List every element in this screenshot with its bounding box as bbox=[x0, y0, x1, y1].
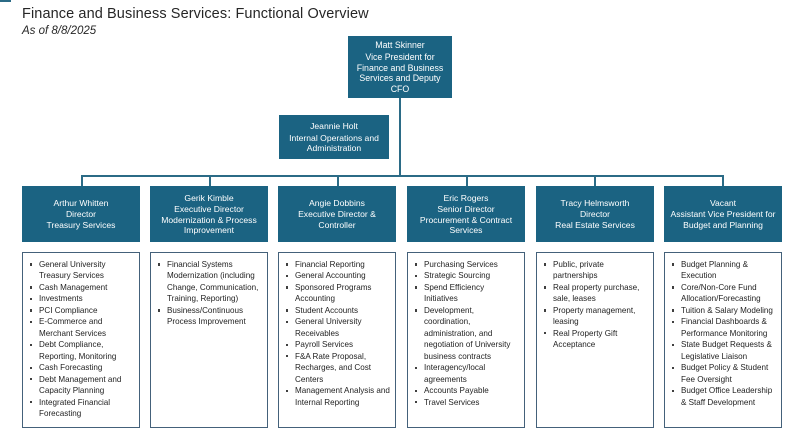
function-list-item: General Accounting bbox=[283, 270, 391, 281]
page-title: Finance and Business Services: Functiona… bbox=[22, 6, 369, 22]
function-list-item: F&A Rate Proposal, Recharges, and Cost C… bbox=[283, 351, 391, 385]
node-name-modernization: Gerik Kimble bbox=[184, 193, 234, 204]
node-title-treasury: Director bbox=[65, 209, 97, 220]
org-node-internal-operations[interactable]: Jeannie Holt Internal Operations and Adm… bbox=[279, 115, 389, 159]
org-node-department-procurement[interactable]: Eric Rogers Senior Director Procurement … bbox=[407, 186, 525, 242]
node-name-real-estate: Tracy Helmsworth bbox=[560, 198, 630, 209]
function-list-item: PCI Compliance bbox=[27, 305, 135, 316]
node-title-budget: Assistant Vice President for Budget and … bbox=[670, 209, 776, 230]
function-list-item: Real property purchase, sale, leases bbox=[541, 282, 649, 305]
node-unit-modernization: Modernization & Process Improvement bbox=[161, 214, 257, 235]
node-title-modernization: Executive Director bbox=[174, 204, 244, 215]
function-list-item: Cash Forecasting bbox=[27, 362, 135, 373]
function-list-item: Cash Management bbox=[27, 282, 135, 293]
function-list-item: Financial Reporting bbox=[283, 259, 391, 270]
org-node-department-modernization[interactable]: Gerik Kimble Executive Director Moderniz… bbox=[150, 186, 268, 242]
function-list-item: General University Receivables bbox=[283, 316, 391, 339]
function-list-item: Real Property Gift Acceptance bbox=[541, 328, 649, 351]
function-list-item: Interagency/local agreements bbox=[412, 362, 520, 385]
connector-internal-ops-branch bbox=[0, 0, 11, 2]
function-list-item: Spend Efficiency Initiatives bbox=[412, 282, 520, 305]
node-title-procurement: Senior Director bbox=[437, 204, 495, 215]
function-list-item: Financial Systems Modernization (includi… bbox=[155, 259, 263, 305]
function-list-item: Payroll Services bbox=[283, 339, 391, 350]
function-list-item: Core/Non-Core Fund Allocation/Forecastin… bbox=[669, 282, 777, 305]
node-name-budget: Vacant bbox=[709, 198, 737, 209]
function-list-modernization: Financial Systems Modernization (includi… bbox=[155, 259, 263, 328]
org-node-vice-president[interactable]: Matt Skinner Vice President for Finance … bbox=[348, 36, 452, 98]
function-list-item: Financial Dashboards & Performance Monit… bbox=[669, 316, 777, 339]
function-list-item: Investments bbox=[27, 293, 135, 304]
node-name-procurement: Eric Rogers bbox=[443, 193, 489, 204]
connector-drop-budget bbox=[722, 175, 724, 186]
function-list-item: Budget Planning & Execution bbox=[669, 259, 777, 282]
node-unit-real-estate: Real Estate Services bbox=[555, 219, 635, 230]
function-list-item: Public, private partnerships bbox=[541, 259, 649, 282]
function-list-item: Purchasing Services bbox=[412, 259, 520, 270]
connector-drop-treasury bbox=[81, 175, 83, 186]
org-node-department-budget[interactable]: Vacant Assistant Vice President for Budg… bbox=[664, 186, 782, 242]
org-node-department-treasury[interactable]: Arthur Whitten Director Treasury Service… bbox=[22, 186, 140, 242]
page-subtitle: As of 8/8/2025 bbox=[22, 25, 97, 37]
node-name-internal-operations: Jeannie Holt bbox=[310, 120, 358, 131]
function-list-item: Budget Office Leadership & Staff Develop… bbox=[669, 385, 777, 408]
function-list-item: Strategic Sourcing bbox=[412, 270, 520, 281]
function-list-item: Management Analysis and Internal Reporti… bbox=[283, 385, 391, 408]
function-panel-modernization: Financial Systems Modernization (includi… bbox=[150, 252, 268, 428]
node-title-real-estate: Director bbox=[579, 209, 611, 220]
function-list-item: Budget Policy & Student Fee Oversight bbox=[669, 362, 777, 385]
connector-trunk-vertical bbox=[399, 98, 401, 176]
function-list-item: State Budget Requests & Legislative Liai… bbox=[669, 339, 777, 362]
node-unit-treasury: Treasury Services bbox=[46, 219, 116, 230]
connector-drop-real-estate bbox=[594, 175, 596, 186]
function-list-item: Student Accounts bbox=[283, 305, 391, 316]
connector-drop-controller bbox=[337, 175, 339, 186]
function-list-item: Debt Compliance, Reporting, Monitoring bbox=[27, 339, 135, 362]
node-name-controller: Angie Dobbins bbox=[309, 198, 365, 209]
node-title-controller: Executive Director & Controller bbox=[298, 209, 376, 230]
org-node-department-controller[interactable]: Angie Dobbins Executive Director & Contr… bbox=[278, 186, 396, 242]
function-list-item: Sponsored Programs Accounting bbox=[283, 282, 391, 305]
node-role-vice-president: Vice President for Finance and Business … bbox=[356, 52, 444, 94]
function-list-item: Integrated Financial Forecasting bbox=[27, 397, 135, 420]
function-list-item: Property management, leasing bbox=[541, 305, 649, 328]
function-list-item: E-Commerce and Merchant Services bbox=[27, 316, 135, 339]
connector-horizontal-bus bbox=[81, 175, 723, 177]
node-name-treasury: Arthur Whitten bbox=[53, 198, 109, 209]
node-unit-procurement: Procurement & Contract Services bbox=[419, 214, 513, 235]
function-list-item: Business/Continuous Process Improvement bbox=[155, 305, 263, 328]
function-list-item: Accounts Payable bbox=[412, 385, 520, 396]
node-role-internal-operations: Internal Operations and Administration bbox=[289, 132, 379, 154]
function-list-item: General University Treasury Services bbox=[27, 259, 135, 282]
connector-drop-procurement bbox=[466, 175, 468, 186]
function-list-item: Debt Management and Capacity Planning bbox=[27, 374, 135, 397]
connector-drop-modernization bbox=[209, 175, 211, 186]
function-list-item: Development, coordination, administratio… bbox=[412, 305, 520, 362]
node-name-vice-president: Matt Skinner bbox=[375, 40, 425, 51]
function-list-item: Travel Services bbox=[412, 397, 520, 408]
function-list-item: Tuition & Salary Modeling bbox=[669, 305, 777, 316]
org-node-department-real-estate[interactable]: Tracy Helmsworth Director Real Estate Se… bbox=[536, 186, 654, 242]
